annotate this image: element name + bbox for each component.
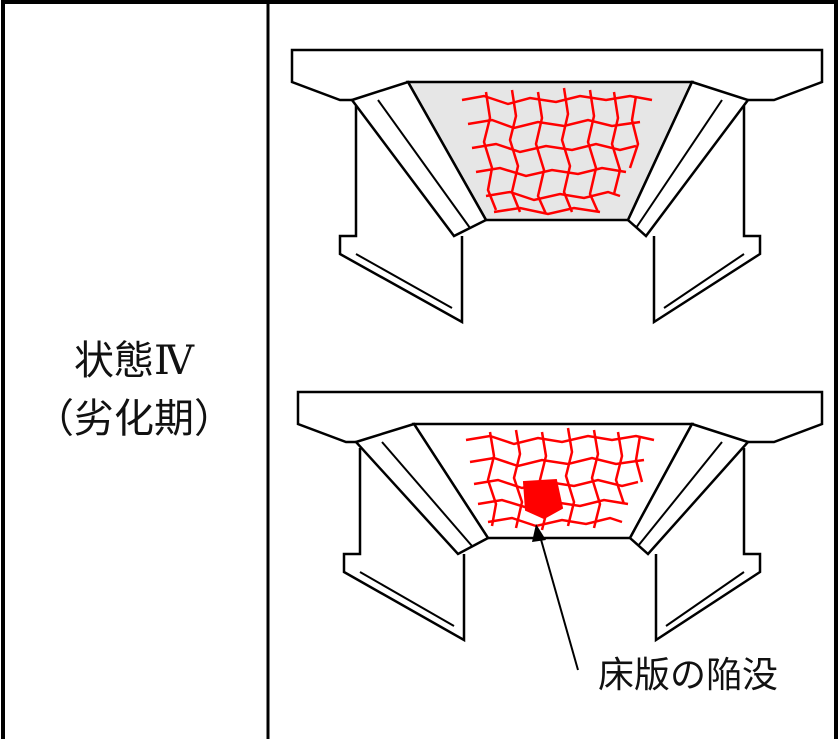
- lower-left-web: [342, 448, 466, 643]
- state-subtitle: （劣化期）: [34, 396, 234, 442]
- state-title: 状態Ⅳ: [74, 338, 194, 384]
- girder-lower-figure: [296, 390, 824, 671]
- lower-right-web: [654, 448, 762, 643]
- damage-label: 床版の陥没: [598, 655, 779, 696]
- upper-crack-network: [461, 87, 653, 216]
- callout-leader-line: [539, 535, 579, 671]
- upper-left-web: [338, 106, 464, 325]
- girder-upper-figure: [290, 48, 824, 325]
- state-cell: 状態Ⅳ （劣化期）: [0, 0, 268, 739]
- callout-arrowhead: [532, 524, 546, 542]
- upper-left-haunch: [349, 80, 488, 238]
- upper-right-web: [652, 106, 762, 325]
- lower-crack-network: [465, 427, 655, 531]
- upper-right-haunch: [626, 80, 751, 238]
- lower-right-haunch: [628, 422, 751, 556]
- deck-collapse-area: [522, 478, 564, 520]
